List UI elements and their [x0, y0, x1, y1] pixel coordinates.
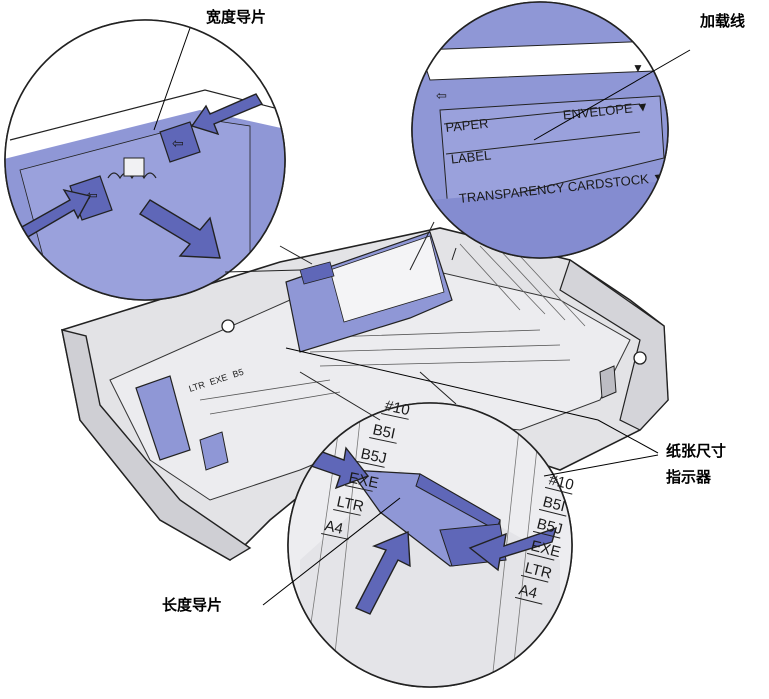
size-mark: LTR	[335, 493, 365, 515]
callout-load-line: 加载线	[700, 12, 746, 30]
size-mark: B5I	[541, 493, 567, 515]
size-mark-underline	[526, 552, 555, 561]
size-mark: EXE	[347, 469, 380, 492]
svg-text:⇦: ⇦	[172, 135, 184, 151]
svg-text:⇦: ⇦	[86, 187, 98, 203]
size-mark-underline	[357, 461, 385, 468]
callout-size-indicator-line1: 纸张尺寸	[666, 442, 727, 460]
leader-load-line	[533, 49, 691, 141]
callout-length-guide: 长度导片	[162, 596, 223, 614]
size-mark-underline	[532, 530, 561, 539]
size-mark: LTR	[523, 559, 554, 582]
callout-size-indicator-line2: 指示器	[666, 468, 712, 486]
svg-text:B5: B5	[231, 367, 245, 380]
size-mark: EXE	[529, 537, 562, 561]
leader-lines	[153, 27, 691, 606]
size-mark-underline	[544, 486, 573, 495]
size-mark: A4	[323, 517, 344, 537]
callout-width-guides: 宽度导片	[206, 8, 267, 26]
magnifier-load-line: ⇦ ▼ PAPER ENVELOPE ▼ LABEL TRANSPARENCY …	[409, 1, 669, 271]
magnifier-width-guides: ⇦ ⇦	[4, 19, 313, 301]
size-mark: B5J	[359, 445, 388, 467]
size-mark-underline	[321, 533, 349, 540]
svg-text:LTR: LTR	[188, 379, 207, 394]
size-mark-underline	[514, 596, 543, 605]
leader-size-indicator-mag	[543, 454, 659, 477]
size-mark-underline	[520, 574, 549, 583]
size-mark-underline	[369, 437, 397, 444]
size-mark-underline	[538, 508, 567, 517]
size-mark-underline	[381, 413, 409, 420]
leader-width-guides	[153, 27, 191, 131]
size-mark: A4	[517, 581, 539, 602]
leader-size-indicator-tray	[285, 347, 659, 454]
size-mark-underline	[345, 485, 373, 492]
svg-text:⇦: ⇦	[436, 88, 447, 103]
size-mark: #10	[383, 397, 411, 419]
size-mark-underline	[333, 509, 361, 516]
size-mark: B5I	[371, 421, 397, 442]
svg-text:▼: ▼	[632, 61, 644, 75]
leader-length-guide	[262, 497, 401, 606]
size-mark: B5J	[535, 515, 564, 538]
